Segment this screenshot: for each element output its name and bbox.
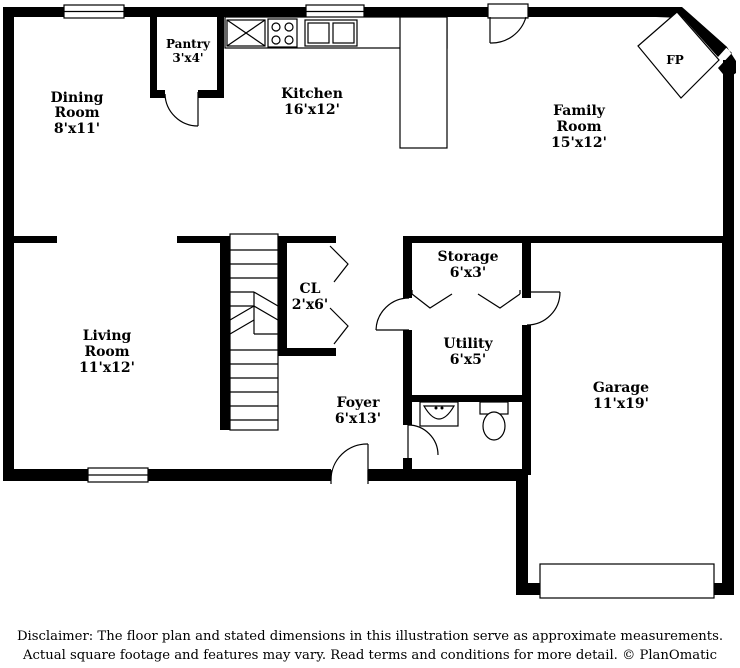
fireplace-label: FP [666,53,684,67]
storage-name: Storage [437,249,498,265]
family-dims: 15'x12' [551,135,607,151]
kitchen-fixtures [224,16,448,149]
pantry-name: Pantry [166,37,211,51]
disclaimer-line-2: Actual square footage and features may v… [23,648,717,663]
dining-name-1: Dining [51,90,104,106]
foyer-name: Foyer [337,395,381,411]
storage-dims: 6'x3' [450,265,486,281]
interior-walls [10,10,731,478]
closet-name: CL [300,281,321,297]
disclaimer: Disclaimer: The floor plan and stated di… [0,627,740,665]
exterior-walls [3,7,736,595]
dining-name-2: Room [54,105,99,121]
staircase [229,233,279,431]
living-dims: 11'x12' [79,360,135,376]
doors [164,3,561,484]
living-name-1: Living [83,328,132,344]
bath-fixtures [419,401,509,441]
kitchen-name: Kitchen [281,86,343,102]
fireplace [637,11,720,99]
family-name-2: Room [556,119,601,135]
garage-name: Garage [593,380,649,396]
floor-plan: Pantry 3'x4' Kitchen 16'x12' Dining Room… [3,3,736,599]
pantry-dims: 3'x4' [172,51,203,65]
garage-dims: 11'x19' [593,396,649,412]
utility-name: Utility [443,336,493,352]
room-labels: Pantry 3'x4' Kitchen 16'x12' Dining Room… [51,37,684,427]
closet-dims: 2'x6' [292,297,328,313]
family-name-1: Family [553,103,606,119]
dining-dims: 8'x11' [54,121,100,137]
foyer-dims: 6'x13' [335,411,381,427]
living-name-2: Room [84,344,129,360]
kitchen-dims: 16'x12' [284,102,340,118]
disclaimer-line-1: Disclaimer: The floor plan and stated di… [16,629,724,644]
windows [63,4,715,599]
utility-dims: 6'x5' [450,352,486,368]
